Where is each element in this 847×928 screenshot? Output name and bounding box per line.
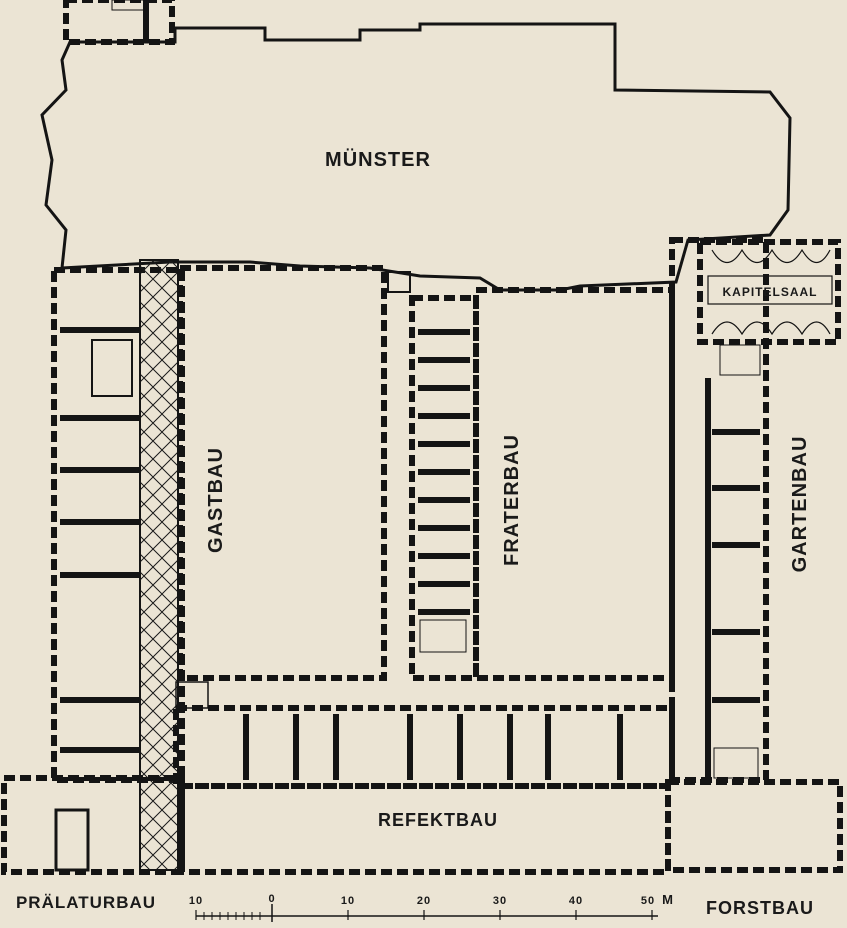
label-refektbau: REFEKTBAU <box>378 810 498 830</box>
label-praelaturbau: PRÄLATURBAU <box>16 893 156 912</box>
scale-unit: M <box>662 892 674 907</box>
west-wing <box>51 259 185 871</box>
muenster-outline <box>40 22 792 292</box>
label-forstbau: FORSTBAU <box>706 898 814 918</box>
forstbau-block <box>665 779 843 873</box>
scale-tick-label: 20 <box>417 895 431 907</box>
label-muenster: MÜNSTER <box>325 148 431 171</box>
scale-tick-label: 30 <box>493 895 507 907</box>
label-fraterbau: FRATERBAU <box>501 434 523 566</box>
scale-tick-label: 50 <box>641 895 655 907</box>
scale-bar: 10 0 10 20 30 40 50 M <box>189 892 674 922</box>
fraterbau-wing <box>387 271 479 681</box>
scale-tick-label: 10 <box>341 895 355 907</box>
scale-tick-label: 40 <box>569 895 583 907</box>
label-gartenbau: GARTENBAU <box>789 436 811 573</box>
scale-tick-label: 10 <box>189 895 203 907</box>
label-gastbau: GASTBAU <box>205 447 227 553</box>
label-kapitelsaal: KAPITELSAAL <box>723 285 818 299</box>
gastbau-courtyard <box>177 265 387 681</box>
scale-tick-label: 0 <box>268 893 275 905</box>
